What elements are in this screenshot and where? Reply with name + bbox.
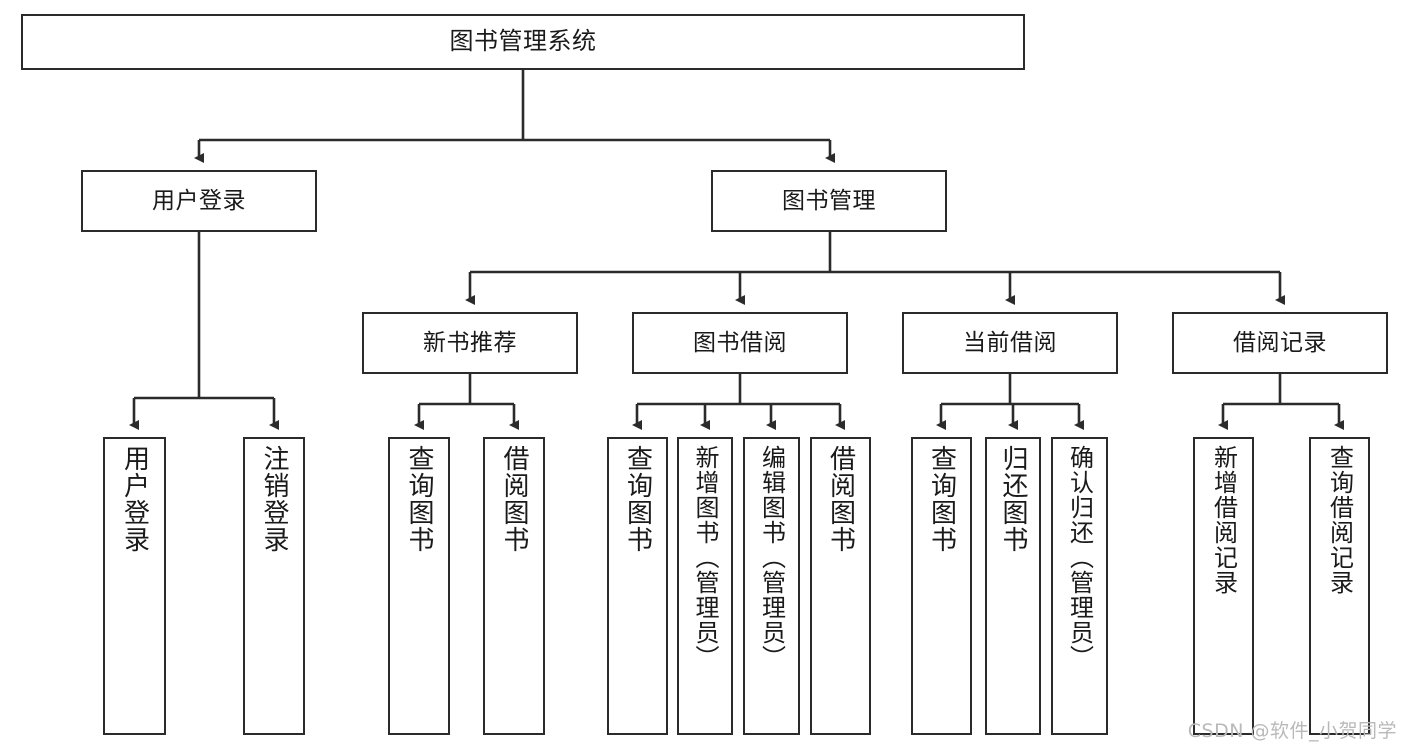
node-leaf-return-book[interactable]: 归还图书 (985, 437, 1041, 735)
node-leaf-add-book-admin[interactable]: 新增图书（管理员） (677, 437, 733, 735)
node-leaf-borrow-book-recommend[interactable]: 借阅图书 (483, 437, 545, 735)
node-leaf-query-borrow-record-label: 查询借阅记录 (1325, 445, 1354, 595)
node-leaf-query-book-recommend-label: 查询图书 (404, 445, 434, 553)
node-user-login-label: 用户登录 (152, 187, 246, 214)
node-book-borrow[interactable]: 图书借阅 (632, 312, 848, 374)
node-leaf-user-login-label: 用户登录 (119, 445, 150, 553)
node-borrow-records[interactable]: 借阅记录 (1172, 312, 1388, 374)
node-leaf-confirm-return-admin[interactable]: 确认归还（管理员） (1051, 437, 1108, 735)
node-leaf-edit-book-admin[interactable]: 编辑图书（管理员） (743, 437, 800, 735)
node-leaf-user-logout-label: 注销登录 (259, 445, 289, 553)
node-borrow-records-label: 借阅记录 (1233, 329, 1327, 356)
node-new-book-recommend[interactable]: 新书推荐 (362, 312, 578, 374)
node-leaf-query-borrow-record[interactable]: 查询借阅记录 (1309, 437, 1370, 735)
watermark-text: CSDN @软件_小贺同学 (1187, 720, 1397, 742)
node-leaf-borrow-book[interactable]: 借阅图书 (810, 437, 871, 735)
node-leaf-confirm-return-admin-label: 确认归还（管理员） (1065, 445, 1094, 670)
node-leaf-user-logout[interactable]: 注销登录 (243, 437, 305, 735)
node-leaf-add-borrow-record[interactable]: 新增借阅记录 (1193, 437, 1254, 735)
node-book-borrow-label: 图书借阅 (693, 329, 787, 356)
node-user-login[interactable]: 用户登录 (81, 170, 317, 232)
node-leaf-return-book-label: 归还图书 (998, 445, 1028, 553)
node-current-borrow-label: 当前借阅 (963, 329, 1057, 356)
node-book-management-label: 图书管理 (782, 187, 876, 214)
node-leaf-borrow-book-label: 借阅图书 (825, 445, 856, 553)
node-new-book-recommend-label: 新书推荐 (423, 329, 517, 356)
node-book-management[interactable]: 图书管理 (711, 170, 947, 232)
node-leaf-query-book-current-label: 查询图书 (926, 445, 957, 553)
node-leaf-query-book-borrow[interactable]: 查询图书 (607, 437, 668, 735)
node-leaf-add-book-admin-label: 新增图书（管理员） (691, 445, 719, 670)
node-root-label: 图书管理系统 (449, 27, 597, 56)
node-leaf-query-book-recommend[interactable]: 查询图书 (388, 437, 450, 735)
node-leaf-query-book-borrow-label: 查询图书 (622, 445, 653, 553)
node-leaf-edit-book-admin-label: 编辑图书（管理员） (757, 445, 786, 670)
node-leaf-add-borrow-record-label: 新增借阅记录 (1209, 445, 1238, 595)
node-root[interactable]: 图书管理系统 (21, 14, 1025, 70)
node-leaf-borrow-book-recommend-label: 借阅图书 (499, 445, 529, 553)
node-leaf-user-login[interactable]: 用户登录 (103, 437, 166, 735)
node-current-borrow[interactable]: 当前借阅 (902, 312, 1118, 374)
node-leaf-query-book-current[interactable]: 查询图书 (911, 437, 972, 735)
